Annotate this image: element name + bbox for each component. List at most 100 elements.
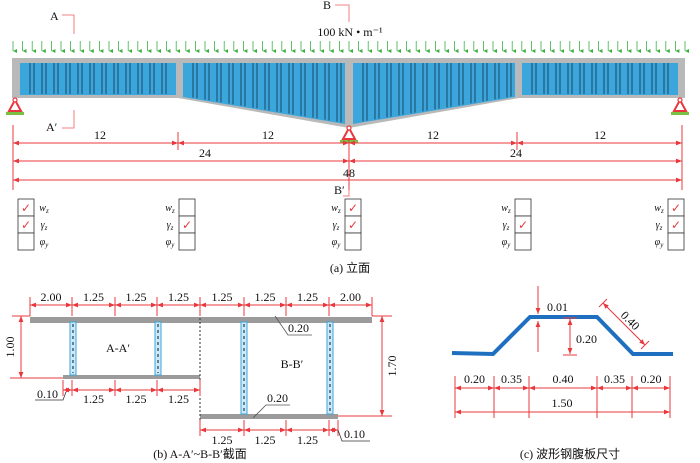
web-segment-dim: 0.40: [553, 372, 574, 386]
distributed-load-arrows: [12, 41, 689, 53]
top-dim: 1.25: [83, 290, 104, 304]
web-segment-dim: 0.35: [604, 372, 625, 386]
web-panel-1: [20, 63, 176, 95]
constraint-cell-w[interactable]: [514, 198, 532, 217]
steel-web: [326, 321, 334, 415]
caption-b: (b) A-A′~B-B′截面: [153, 447, 246, 461]
section-b-bottom-flange: [200, 414, 338, 419]
top-dim: 1.25: [255, 290, 276, 304]
dof-label-gamma: γz: [41, 220, 48, 232]
caption-c: (c) 波形钢腹板尺寸: [520, 447, 620, 461]
section-a-bottom-flange: [63, 375, 200, 379]
web-panel-2: [183, 63, 345, 124]
dof-label-w: wz: [39, 203, 49, 215]
corrugated-web-profile: [451, 315, 673, 357]
height-b-dim: 1.70: [385, 356, 399, 377]
constraint-cell-phi[interactable]: [514, 232, 532, 251]
web-segment-dim: 0.20: [464, 372, 485, 386]
web-depth-dim: 0.20: [576, 332, 597, 346]
check-icon: ✓: [518, 218, 528, 232]
section-b-label: B-B′: [281, 357, 304, 371]
section-webs: [69, 321, 334, 415]
constraint-cell-w[interactable]: [178, 198, 196, 217]
section-b-marker: [335, 4, 350, 22]
dof-label-phi: φy: [166, 237, 176, 249]
section-a-label: A-A′: [106, 341, 130, 355]
a-bottom-dim: 1.25: [126, 392, 147, 406]
a-bottom-dim: 1.25: [83, 392, 104, 406]
top-dim: 1.25: [297, 290, 318, 304]
load-label: 100 kN • m⁻¹: [317, 25, 383, 39]
b-bottom-dim: 1.25: [255, 433, 276, 447]
check-icon: ✓: [182, 218, 192, 232]
check-icon: ✓: [21, 218, 31, 232]
section-a-prime-marker: [62, 110, 75, 129]
dof-label-w: wz: [501, 203, 511, 215]
section-b-prime-label: B′: [334, 183, 345, 197]
constraint-table: wz ✓ γz φy: [165, 198, 196, 251]
constraint-table: ✓ wz ✓ γz φy: [17, 198, 50, 251]
b-bottom-dim: 1.25: [212, 433, 233, 447]
half-dim-1: 24: [199, 146, 211, 160]
dof-label-w: wz: [331, 203, 341, 215]
section-a-label: A: [50, 9, 59, 23]
steel-web: [240, 321, 248, 415]
span-dim-2: 12: [262, 128, 274, 142]
span-dim-1: 12: [94, 128, 106, 142]
corrugated-web-view: 0.01 0.20 0.40 0.20 0.35 0.40 0.35 0.20 1.50…: [451, 286, 673, 461]
web-thickness-dim: 0.01: [547, 300, 568, 314]
dof-label-phi: φy: [502, 237, 512, 249]
constraint-table: wz ✓ γz φy: [501, 198, 532, 251]
total-dim: 48: [343, 166, 355, 180]
check-icon: ✓: [671, 218, 681, 232]
girder: [12, 58, 685, 128]
top-flange-thickness: 0.20: [288, 321, 309, 335]
dof-label-gamma: γz: [503, 220, 510, 232]
constraint-cell-phi[interactable]: [344, 232, 362, 251]
web-segment-dim: 0.20: [641, 372, 662, 386]
web-incline-dim: 0.40: [618, 308, 643, 333]
check-icon: ✓: [21, 201, 31, 215]
web-segment-dimensions: 0.20 0.35 0.40 0.35 0.20: [454, 372, 671, 418]
bottom-flange-thickness: 0.20: [267, 391, 288, 405]
support-icon: [671, 97, 689, 115]
height-a-dim: 1.00: [3, 337, 17, 358]
check-icon: ✓: [348, 218, 358, 232]
web-panel-3: [353, 63, 515, 124]
section-b-label: B: [323, 0, 331, 12]
b-bottom-dim: 1.25: [297, 433, 318, 447]
top-dim: 1.25: [168, 290, 189, 304]
dof-label-gamma: γz: [167, 220, 174, 232]
dof-label-gamma: γz: [333, 220, 340, 232]
constraint-cell-phi[interactable]: [178, 232, 196, 251]
support-icon: [6, 97, 24, 115]
dof-label-phi: φy: [40, 237, 50, 249]
top-dim: 1.25: [126, 290, 147, 304]
steel-web: [154, 321, 162, 376]
constraint-cell-phi[interactable]: [667, 232, 685, 251]
web-panel-4: [522, 63, 678, 95]
web-total-dim: 1.50: [552, 396, 573, 410]
elevation-view: A A′ B B′ 100 kN • m⁻¹: [6, 0, 689, 275]
section-a-marker: [62, 14, 75, 34]
section-a-prime-label: A′: [46, 120, 58, 134]
dof-label-w: wz: [165, 203, 175, 215]
web-segment-dim: 0.35: [501, 372, 522, 386]
elevation-dimensions: 12 12 12 12 24 24 48: [12, 125, 683, 190]
constraint-cell-phi[interactable]: [17, 232, 35, 251]
span-dim-3: 12: [427, 128, 439, 142]
dof-label-w: wz: [654, 203, 664, 215]
section-top-flange: [30, 317, 372, 323]
span-dim-4: 12: [594, 128, 606, 142]
overhang-a-dim: 0.10: [37, 387, 58, 401]
web-corrugation-lines: [29, 63, 669, 123]
top-dim: 2.00: [340, 290, 361, 304]
overhang-b-dim: 0.10: [344, 427, 365, 441]
top-dim: 2.00: [41, 290, 62, 304]
steel-web: [69, 321, 77, 376]
